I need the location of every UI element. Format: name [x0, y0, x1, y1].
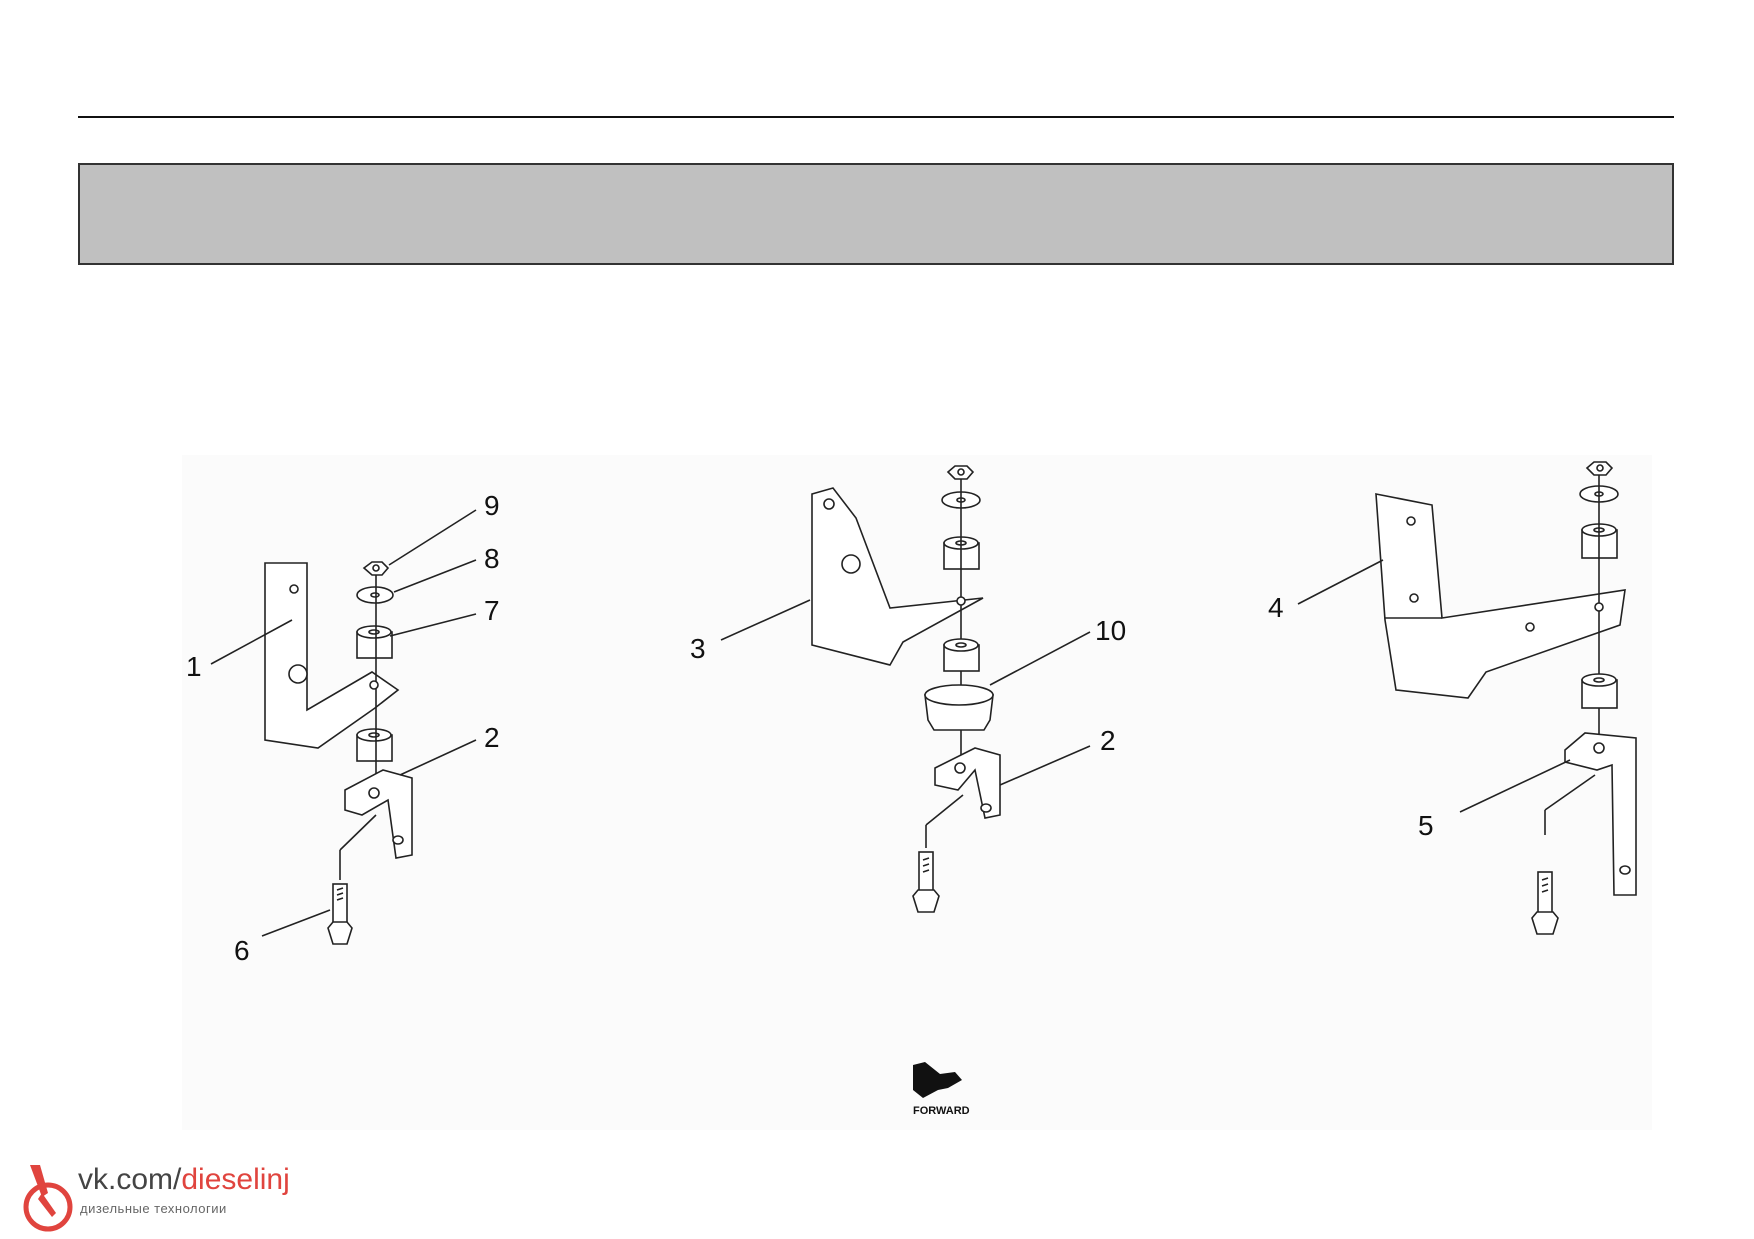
bracket-3	[811, 487, 984, 666]
assembly-left: 1 9 8 7 2 6	[186, 490, 500, 966]
bracket-4	[1375, 493, 1626, 699]
watermark-subtitle: дизельные технологии	[80, 1201, 227, 1216]
top-rule	[78, 116, 1674, 118]
callout-9: 9	[484, 490, 500, 521]
bracket-2-center	[934, 747, 1001, 819]
bolt-6	[327, 814, 377, 945]
callout-6: 6	[234, 935, 250, 966]
nut-9	[362, 561, 390, 576]
callout-3: 3	[690, 633, 706, 664]
assembly-right: 4 5	[1268, 461, 1637, 935]
callout-4: 4	[1268, 592, 1284, 623]
watermark-url: vk.com/dieselinj	[78, 1163, 290, 1196]
callout-8: 8	[484, 543, 500, 574]
header-band	[78, 163, 1674, 265]
bushing-7	[356, 625, 393, 659]
bracket-1	[264, 562, 400, 749]
injector-logo-icon	[23, 1165, 73, 1232]
callout-10: 10	[1095, 615, 1126, 646]
forward-label: FORWARD	[913, 1105, 970, 1117]
watermark: vk.com/dieselinj дизельные технологии	[18, 1163, 308, 1233]
bracket-2-left	[344, 769, 413, 859]
callout-5: 5	[1418, 810, 1434, 841]
cushion-10	[924, 684, 994, 731]
forward-arrow-icon	[913, 1062, 962, 1098]
lower-bushing-left	[356, 728, 393, 762]
bracket-5	[1564, 732, 1637, 896]
forward-indicator: FORWARD	[913, 1062, 970, 1117]
callout-1: 1	[186, 651, 202, 682]
callout-2-center: 2	[1100, 725, 1116, 756]
callout-7: 7	[484, 595, 500, 626]
callout-2: 2	[484, 722, 500, 753]
assembly-center: 3 10 2	[690, 465, 1126, 913]
